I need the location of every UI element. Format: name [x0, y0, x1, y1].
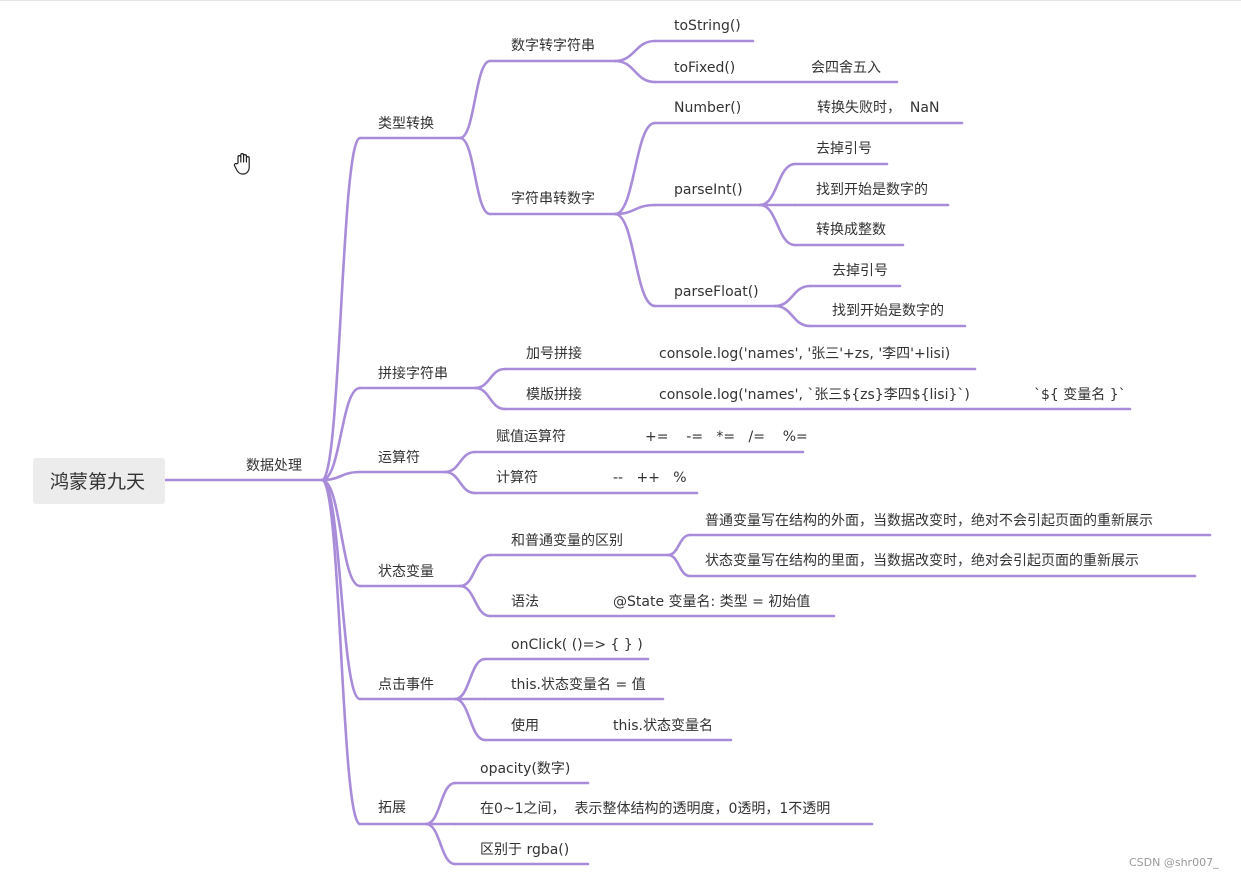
node-parseint[interactable]: parseInt(): [674, 182, 743, 198]
edge-parsefloat-2-curve: [773, 304, 812, 328]
node-parseint-remove-quotes[interactable]: 去掉引号: [816, 141, 872, 157]
node-syntax[interactable]: 语法: [511, 594, 539, 610]
node-number-fn[interactable]: Number(): [674, 100, 742, 116]
node-opacity-range[interactable]: 在0~1之间， 表示整体结构的透明度，0透明，1不透明: [480, 801, 831, 817]
node-plus-concat[interactable]: 加号拼接: [526, 346, 582, 362]
node-parseint-to-integer[interactable]: 转换成整数: [816, 222, 886, 238]
edge-parseint-1-curve: [758, 162, 797, 207]
node-rgba-difference[interactable]: 区别于 rgba(): [480, 842, 570, 858]
node-parsefloat[interactable]: parseFloat(): [674, 284, 759, 300]
edge-diff-2-curve: [666, 553, 692, 578]
category-concat-string[interactable]: 拼接字符串: [378, 366, 448, 382]
category-operators[interactable]: 运算符: [378, 450, 420, 466]
node-tofixed[interactable]: toFixed(): [674, 60, 736, 76]
edge-diff-1-curve: [666, 533, 692, 557]
node-normal-var-explanation[interactable]: 普通变量写在结构的外面，当数据改变时，绝对不会引起页面的重新展示: [705, 513, 1153, 529]
node-number-to-string[interactable]: 数字转字符串: [511, 38, 595, 54]
node-string-to-number[interactable]: 字符串转数字: [511, 191, 595, 207]
node-state-var-explanation[interactable]: 状态变量写在结构的里面，当数据改变时，绝对会引起页面的重新展示: [705, 553, 1139, 569]
edge-diff-curve: [458, 553, 492, 588]
node-tofixed-note[interactable]: 会四舍五入: [811, 60, 881, 76]
edge-rgba-curve: [424, 822, 457, 866]
edge-tostring-curve: [613, 39, 657, 63]
edge-main-extend-curve: [320, 478, 362, 826]
node-parseint-find-leading-digits[interactable]: 找到开始是数字的: [816, 182, 928, 198]
node-plus-concat-code[interactable]: console.log('names', '张三'+zs, '李四'+lisi): [659, 346, 951, 362]
node-template-concat[interactable]: 模版拼接: [526, 387, 582, 403]
node-onclick[interactable]: onClick( ()=> { } ): [511, 637, 643, 653]
edge-calc-ops-curve: [443, 470, 477, 495]
edge-assign-ops-curve: [443, 450, 477, 474]
node-parsefloat-find-leading-digits[interactable]: 找到开始是数字的: [832, 303, 944, 319]
edge-type-str2num-curve: [458, 136, 492, 216]
node-template-concat-code[interactable]: console.log('names', `张三${zs}李四${lisi}`): [659, 387, 970, 403]
edge-number-curve: [613, 121, 657, 216]
csdn-watermark: CSDN @shr007_: [1129, 856, 1219, 869]
node-template-syntax[interactable]: `${ 变量名 }`: [1034, 387, 1126, 403]
edge-onclick-curve: [453, 657, 487, 701]
node-syntax-code[interactable]: @State 变量名: 类型 = 初始值: [613, 594, 811, 610]
edge-main-type-curve: [320, 136, 362, 482]
top-border: [0, 0, 1241, 1]
node-assignment-operators[interactable]: 赋值运算符: [496, 429, 566, 445]
root-node-label: 鸿蒙第九天: [50, 471, 146, 493]
edge-parseint-curve: [613, 203, 657, 216]
edge-main-state-curve: [320, 478, 362, 588]
hand-cursor-icon: [233, 153, 250, 175]
edge-syntax-curve: [458, 584, 492, 618]
edge-parsefloat-1-curve: [773, 284, 812, 308]
root-node[interactable]: [33, 458, 165, 504]
node-calc-operators[interactable]: 计算符: [496, 470, 538, 486]
edge-parsefloat-curve: [613, 212, 657, 308]
edge-main-concat-curve: [320, 386, 362, 482]
edge-main-click-curve: [320, 478, 362, 701]
node-difference-from-normal-vars[interactable]: 和普通变量的区别: [511, 533, 623, 549]
edge-use-curve: [453, 697, 487, 742]
category-type-conversion[interactable]: 类型转换: [378, 116, 434, 132]
category-state-variables[interactable]: 状态变量: [378, 564, 434, 580]
node-opacity[interactable]: opacity(数字): [480, 761, 571, 777]
category-click-event[interactable]: 点击事件: [378, 677, 434, 693]
node-use[interactable]: 使用: [511, 718, 539, 734]
node-use-code[interactable]: this.状态变量名: [613, 718, 713, 734]
main-node-data-processing[interactable]: 数据处理: [246, 458, 302, 474]
node-this-assign[interactable]: this.状态变量名 = 值: [511, 677, 646, 693]
node-number-note[interactable]: 转换失败时， NaN: [817, 100, 940, 116]
edge-plus-concat-curve: [473, 367, 507, 390]
node-parsefloat-remove-quotes[interactable]: 去掉引号: [832, 263, 888, 279]
edge-template-concat-curve: [473, 386, 507, 411]
node-assignment-operators-list[interactable]: += -= *= /= %=: [645, 429, 808, 445]
node-calc-operators-list[interactable]: -- ++ %: [613, 470, 687, 486]
category-extend[interactable]: 拓展: [378, 800, 406, 816]
edge-parseint-3-curve: [758, 203, 797, 247]
edge-main-operators-curve: [320, 470, 362, 482]
edge-tofixed-curve: [613, 59, 657, 84]
edge-type-num2str-curve: [458, 59, 492, 140]
node-tostring[interactable]: toString(): [674, 18, 741, 34]
edge-opacity-curve: [424, 781, 457, 826]
